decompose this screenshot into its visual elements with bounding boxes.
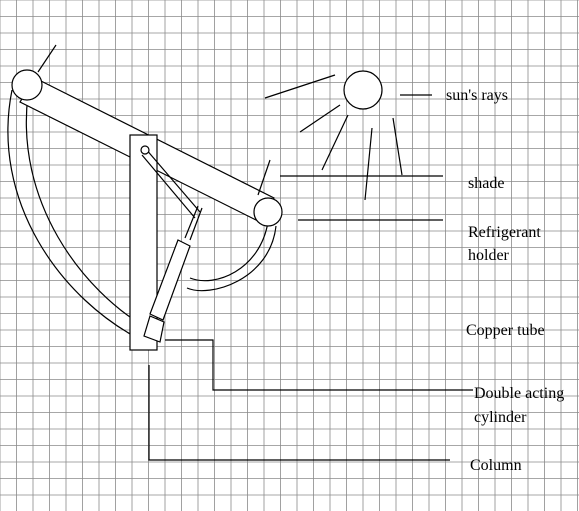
suns-rays-label: sun's rays <box>446 87 508 104</box>
linkage-rod-upper <box>144 147 201 213</box>
right-pivot-tick <box>257 159 271 196</box>
pivot-joint <box>140 145 150 155</box>
double-acting-cylinder <box>143 205 203 343</box>
copper-tube-outer-loop <box>7 89 146 343</box>
right-pivot-circle <box>253 197 283 227</box>
refrigerant-holder-tube-outer <box>189 221 269 282</box>
sun-rays <box>264 74 403 201</box>
copper-tube-label: Copper tube <box>466 322 545 339</box>
left-pivot-circle <box>11 69 43 101</box>
refrigerant-holder-label-line1: Refrigerant <box>468 224 541 241</box>
double-acting-cylinder-label-line2: cylinder <box>474 409 527 426</box>
column-label: Column <box>470 457 522 474</box>
column-leader <box>148 365 450 461</box>
refrigerant-holder-tube-inner <box>186 225 277 292</box>
copper-tube-inner-loop <box>25 94 151 331</box>
sun-icon <box>343 70 383 110</box>
double-acting-cylinder-label-line1: Double acting <box>474 385 564 402</box>
linkage-rod-lower <box>141 154 196 219</box>
shade-label: shade <box>468 175 504 192</box>
refrigerant-holder-label-line2: holder <box>468 247 510 264</box>
double-acting-cylinder-leader <box>165 339 473 391</box>
left-pivot-tick <box>37 44 57 73</box>
